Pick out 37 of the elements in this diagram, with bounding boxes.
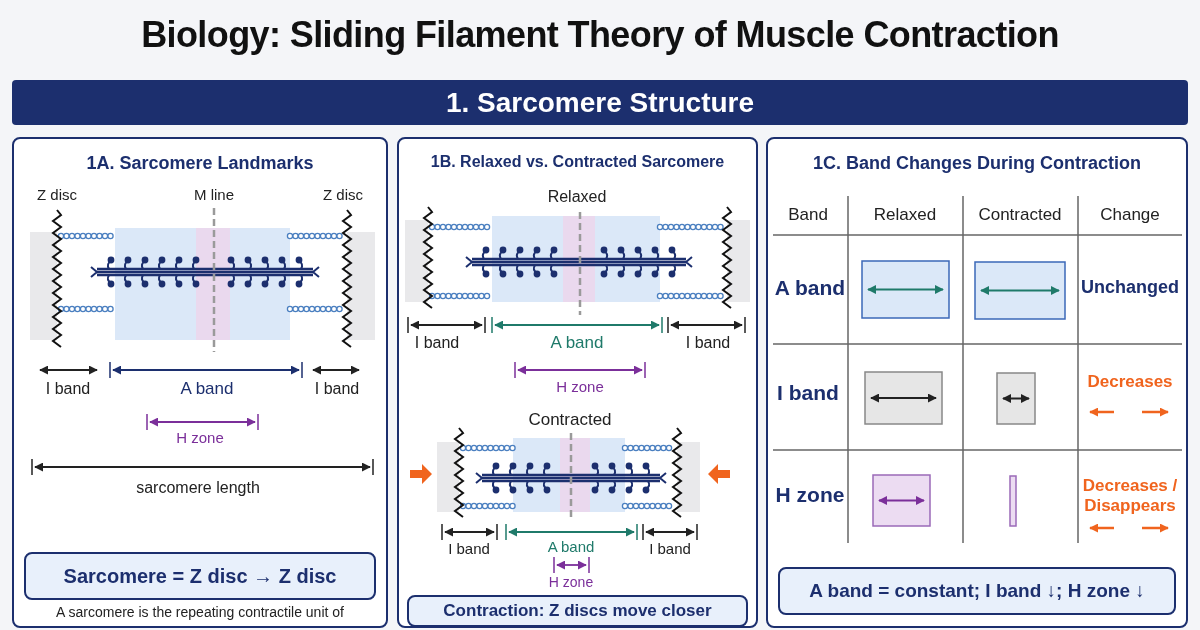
state-label: Relaxed [547,187,607,207]
dimension-label: I band [414,333,460,353]
row-header: I band [777,380,839,406]
summary-box: Sarcomere = Z disc → Z disc [24,552,376,600]
summary-box: Contraction: Z discs move closer [407,595,748,627]
state-label: Contracted [528,409,612,431]
column-header: Contracted [978,204,1062,226]
dimension-label: A band [180,378,234,400]
structure-label: Z disc [323,186,363,204]
dimension-label: H zone [548,573,594,591]
dimension-label: I band [448,540,490,558]
column-header: Band [788,204,828,226]
panel-heading: 1C. Band Changes During Contraction [813,153,1141,174]
panel-heading: 1B. Relaxed vs. Contracted Sarcomere [430,153,725,171]
dimension-label: H zone [556,378,604,396]
description-text: A sarcomere is the repeating contractile unit of [56,603,344,621]
dimension-label: sarcomere length [136,478,260,498]
structure-label: M line [194,186,234,204]
dimension-label: I band [649,540,691,558]
row-header: A band [774,275,846,301]
dimension-label: A band [547,538,595,556]
structure-label: Z disc [37,186,77,204]
change-text: Decreases [1087,371,1173,393]
dimension-label: I band [45,379,91,399]
column-header: Change [1100,204,1160,226]
row-header: H zone [775,482,845,508]
dimension-label: H zone [176,429,224,447]
dimension-label: I band [685,333,731,353]
change-text: Unchanged [1081,277,1179,299]
section-banner: 1. Sarcomere Structure [12,80,1188,125]
panel-heading: 1A. Sarcomere Landmarks [86,153,314,174]
change-text: Decreases / Disappears [1081,475,1179,517]
dimension-label: I band [314,379,360,399]
summary-box: A band = constant; I band ↓; H zone ↓ [778,567,1176,615]
column-header: Relaxed [873,204,937,226]
page-title: Biology: Sliding Filament Theory of Muscle Contraction [141,14,1059,56]
dimension-label: A band [550,332,604,354]
